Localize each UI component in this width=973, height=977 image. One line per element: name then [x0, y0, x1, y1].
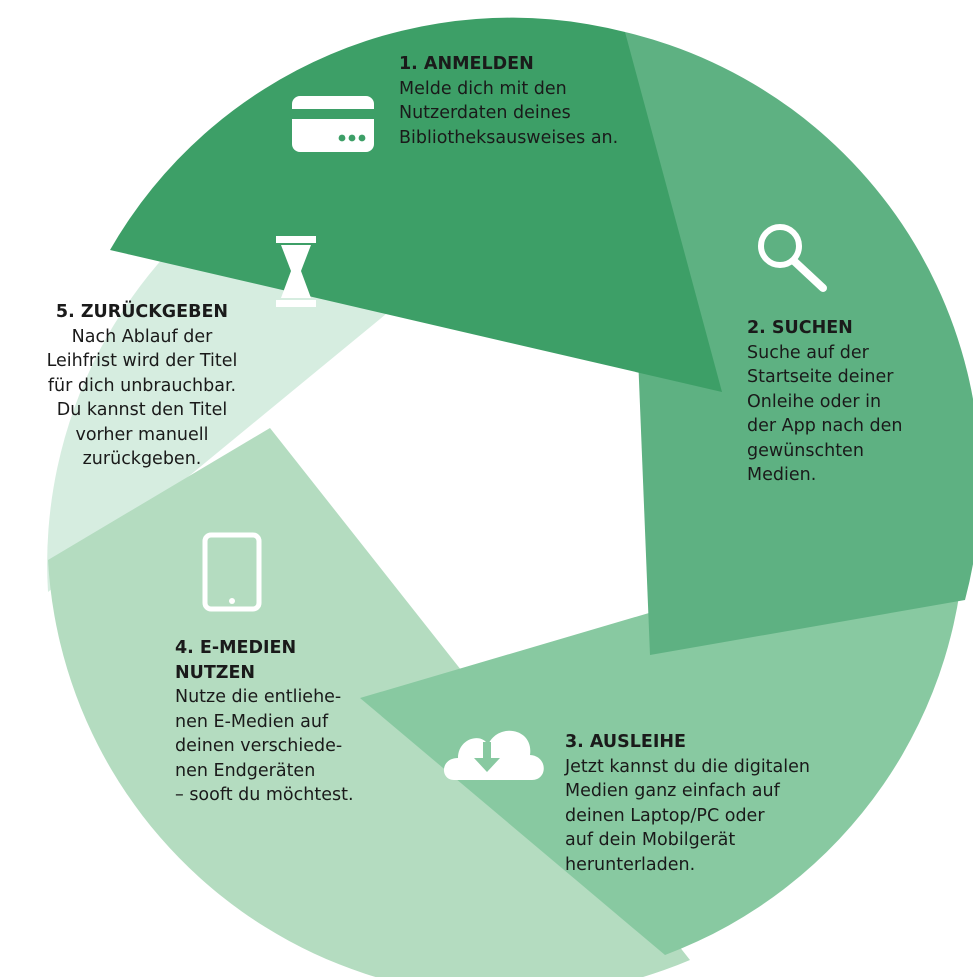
- tablet-icon: [202, 532, 262, 612]
- step-text-line: deinen verschiede-: [175, 736, 343, 756]
- step-e-medien-nutzen: 4. E-MEDIEN NUTZEN Nutze die entliehe- n…: [175, 636, 354, 808]
- step-title: 4. E-MEDIEN: [175, 638, 297, 658]
- step-ausleihe: 3. AUSLEIHE Jetzt kannst du die digitale…: [565, 730, 810, 877]
- step-text-line: Suche auf der: [747, 342, 869, 363]
- cloud-download-icon: [443, 730, 544, 780]
- step-text-line: nen E-Medien auf: [175, 711, 329, 732]
- segment-ausleihe: [360, 520, 966, 955]
- step-text-line: nen Endgeräten: [175, 760, 316, 781]
- hourglass-icon: [276, 236, 316, 307]
- step-title: 2. SUCHEN: [747, 318, 853, 338]
- segment-suchen: [625, 32, 973, 655]
- magnifier-icon: [758, 224, 827, 292]
- step-text-line: Nach Ablauf der: [71, 326, 213, 347]
- step-text-line: herunterladen.: [565, 854, 696, 875]
- step-text-line: Bibliotheksausweises an.: [399, 127, 619, 148]
- step-text-line: Du kannst den Titel: [56, 400, 228, 420]
- step-text-line: der App nach den: [747, 416, 903, 436]
- step-text-line: vorher manuell: [75, 424, 209, 445]
- step-text-line: gewünschten: [747, 440, 864, 461]
- step-title: NUTZEN: [175, 662, 256, 683]
- step-text-line: deinen Laptop/PC oder: [565, 805, 765, 826]
- step-text-line: Medien.: [747, 465, 817, 485]
- step-zurueckgeben: 5. ZURÜCKGEBEN Nach Ablauf der Leihfrist…: [18, 300, 266, 472]
- step-text-line: auf dein Mobilgerät: [565, 830, 736, 850]
- step-text-line: Medien ganz einfach auf: [565, 781, 780, 801]
- step-text-line: Jetzt kannst du die digitalen: [565, 756, 810, 777]
- step-text-line: für dich unbrauchbar.: [47, 375, 237, 396]
- step-text-line: Nutze die entliehe-: [175, 687, 342, 707]
- step-suchen: 2. SUCHEN Suche auf der Startseite deine…: [747, 316, 902, 488]
- step-anmelden: 1. ANMELDEN Melde dich mit den Nutzerdat…: [399, 52, 618, 150]
- segment-anmelden: [110, 17, 722, 393]
- step-text-line: Leihfrist wird der Titel: [46, 351, 238, 371]
- step-title: 1. ANMELDEN: [399, 54, 534, 74]
- step-text-line: Startseite deiner: [747, 367, 894, 387]
- step-title: 5. ZURÜCKGEBEN: [55, 302, 229, 322]
- step-text-line: Nutzerdaten deines: [399, 103, 571, 123]
- credit-card-icon: [292, 96, 374, 152]
- step-title: 3. AUSLEIHE: [565, 732, 686, 752]
- step-text-line: – sooft du möchtest.: [175, 785, 354, 805]
- step-text-line: zurückgeben.: [82, 449, 202, 469]
- step-text-line: Melde dich mit den: [399, 78, 567, 99]
- step-text-line: Onleihe oder in: [747, 391, 882, 412]
